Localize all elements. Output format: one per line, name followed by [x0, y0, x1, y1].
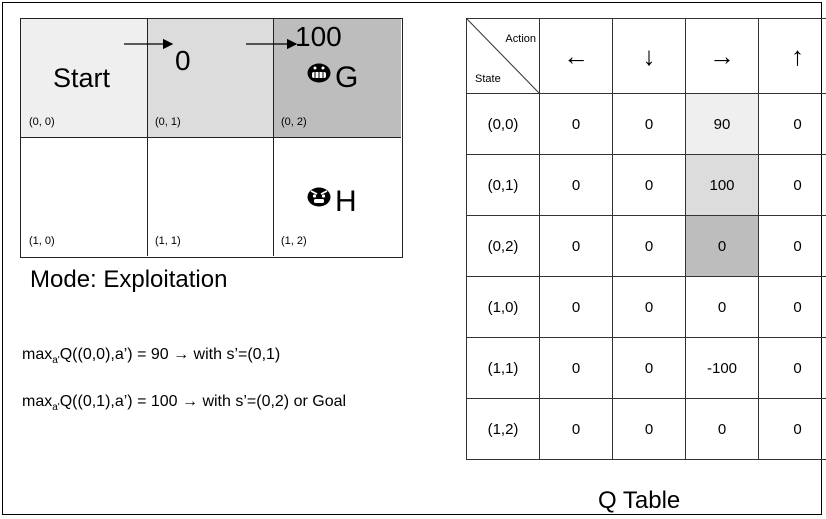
- q-value-cell: 0: [758, 93, 826, 155]
- cell-0-1: 0 (0, 1): [147, 19, 273, 137]
- cell-1-0: (1, 0): [21, 137, 147, 256]
- formula-line-2: maxa'Q((0,1),a’) = 100 → with s’=(0,2) o…: [22, 393, 346, 413]
- q-value-cell: 0: [539, 398, 613, 460]
- formula-subscript: a': [52, 355, 60, 367]
- cell-1-1: (1, 1): [147, 137, 273, 256]
- grid-world: Start (0, 0) 0 (0, 1) 100 G (0, 2) (1, 0…: [20, 18, 403, 258]
- cell-coord: (1, 1): [155, 235, 181, 247]
- q-table: Action State ← ↓ → ↑ (0,0) 0 0 90 0 (0,1…: [466, 18, 826, 460]
- start-label: Start: [53, 63, 111, 93]
- q-value-cell: 100: [685, 154, 759, 216]
- q-value-cell: 0: [539, 276, 613, 338]
- cell-coord: (0, 0): [29, 116, 55, 128]
- corner-diagonal: [467, 19, 540, 94]
- q-value-cell: 0: [539, 215, 613, 277]
- table-row: (0,2) 0 0 0 0: [466, 215, 826, 277]
- state-cell: (0,0): [466, 93, 540, 155]
- hole-letter: H: [335, 185, 357, 218]
- q-value-cell: 0: [758, 276, 826, 338]
- state-cell: (1,1): [466, 337, 540, 399]
- corner-action-label: Action: [505, 33, 536, 45]
- q-value-cell: 0: [612, 337, 686, 399]
- q-value-cell: 0: [685, 215, 759, 277]
- q-value-cell: 0: [539, 337, 613, 399]
- cell-coord: (1, 2): [281, 235, 307, 247]
- q-table-title: Q Table: [598, 487, 681, 514]
- action-up-header: ↑: [758, 18, 826, 94]
- q-value-cell: 0: [612, 93, 686, 155]
- q-value-cell: 0: [758, 337, 826, 399]
- q-table-corner: Action State: [466, 18, 540, 94]
- mode-label: Mode: Exploitation: [30, 266, 228, 293]
- table-row: (1,0) 0 0 0 0: [466, 276, 826, 338]
- q-value-cell: 0: [685, 398, 759, 460]
- state-cell: (0,1): [466, 154, 540, 216]
- goal-letter: G: [335, 61, 359, 94]
- table-row: (1,2) 0 0 0 0: [466, 398, 826, 460]
- happy-face-icon: [307, 63, 331, 83]
- cell-coord: (0, 1): [155, 116, 181, 128]
- action-right-header: →: [685, 18, 759, 94]
- action-down-header: ↓: [612, 18, 686, 94]
- formula-body: Q((0,1),a’) = 100 → with s’=(0,2) or Goa…: [59, 393, 347, 410]
- cell-value: 100: [295, 21, 342, 52]
- table-row: (0,0) 0 0 90 0: [466, 93, 826, 155]
- formula-line-1: maxa'Q((0,0),a’) = 90 → with s’=(0,1): [22, 346, 280, 366]
- q-value-cell: 0: [758, 154, 826, 216]
- state-cell: (0,2): [466, 215, 540, 277]
- q-value-cell: 0: [758, 215, 826, 277]
- action-left-header: ←: [539, 18, 613, 94]
- table-row: (1,1) 0 0 -100 0: [466, 337, 826, 399]
- formula-subscript: a': [52, 402, 60, 414]
- formula-max: max: [22, 346, 53, 363]
- cell-1-2: H (1, 2): [273, 137, 401, 256]
- q-value-cell: 0: [612, 276, 686, 338]
- cell-value: 0: [175, 45, 191, 76]
- formula-max: max: [22, 393, 53, 410]
- cell-0-2: 100 G (0, 2): [273, 19, 401, 137]
- q-value-cell: 0: [685, 276, 759, 338]
- q-value-cell: 0: [758, 398, 826, 460]
- q-value-cell: 0: [539, 93, 613, 155]
- q-value-cell: 0: [612, 154, 686, 216]
- state-cell: (1,0): [466, 276, 540, 338]
- q-value-cell: -100: [685, 337, 759, 399]
- q-value-cell: 0: [612, 215, 686, 277]
- formula-body: Q((0,0),a’) = 90 → with s’=(0,1): [59, 346, 281, 363]
- grid-divider: [21, 137, 401, 138]
- q-value-cell: 0: [539, 154, 613, 216]
- table-row: (0,1) 0 0 100 0: [466, 154, 826, 216]
- cell-0-0: Start (0, 0): [21, 19, 147, 137]
- angry-face-icon: [307, 187, 331, 207]
- q-value-cell: 90: [685, 93, 759, 155]
- state-cell: (1,2): [466, 398, 540, 460]
- cell-coord: (0, 2): [281, 116, 307, 128]
- cell-coord: (1, 0): [29, 235, 55, 247]
- q-value-cell: 0: [612, 398, 686, 460]
- corner-state-label: State: [475, 73, 501, 85]
